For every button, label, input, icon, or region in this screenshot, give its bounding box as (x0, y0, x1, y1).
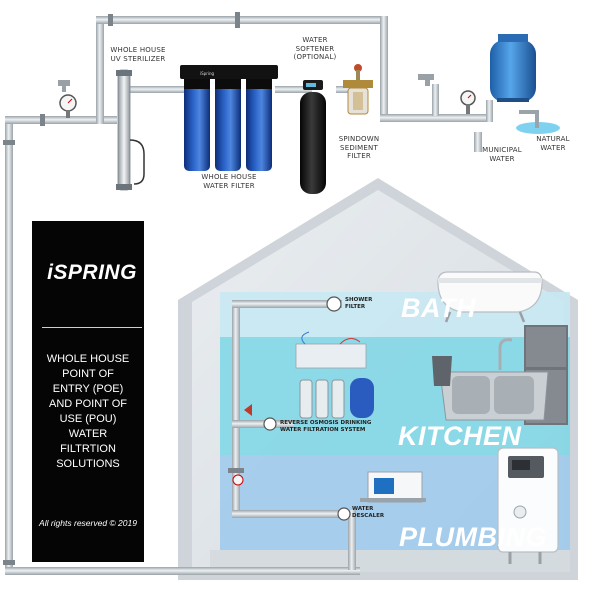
room-label-plumbing: PLUMBING (399, 522, 547, 552)
brand-panel (32, 221, 144, 562)
filter-cap-brand: iSpring (200, 71, 214, 76)
municipal-water-label: MUNICIPAL WATER (482, 146, 522, 163)
bathtub (437, 271, 543, 323)
pressure-tank (490, 34, 536, 102)
copyright-notice: All rights reserved © 2019 (39, 518, 137, 528)
valves-gauges (58, 74, 476, 486)
callout-markers (263, 296, 351, 521)
ro-system-label: REVERSE OSMOSIS DRINKING WATER FILTRATIO… (280, 420, 372, 433)
brand-logo: iSPRING (47, 261, 137, 284)
uv-sterilizer (116, 69, 145, 191)
whole-house-filter-label: WHOLE HOUSE WATER FILTER (201, 173, 257, 190)
main-pipes (3, 12, 493, 575)
water-softener-label: WATER SOFTENER (OPTIONAL) (293, 36, 337, 61)
shower-filter-label: SHOWER FILTER (345, 297, 373, 310)
water-descaler-label: WATER DESCALER (352, 506, 385, 519)
water-softener (300, 80, 326, 194)
brand-tagline: WHOLE HOUSE POINT OF ENTRY (POE) AND POI… (46, 353, 130, 470)
brand-divider (42, 327, 142, 328)
kitchen-fixtures (432, 325, 568, 425)
spindown-filter-label: SPINDOWN SEDIMENT FILTER (338, 135, 380, 160)
room-label-bath: BATH (401, 293, 476, 323)
water-heater (497, 447, 559, 564)
ro-system (295, 331, 374, 419)
whole-house-filter (180, 65, 278, 171)
room-label-kitchen: KITCHEN (398, 421, 522, 451)
natural-water-label: NATURAL WATER (536, 135, 570, 152)
water-descaler-device (360, 471, 426, 503)
uv-sterilizer-label: WHOLE HOUSE UV STERILIZER (110, 46, 166, 63)
spindown-filter (343, 64, 373, 115)
